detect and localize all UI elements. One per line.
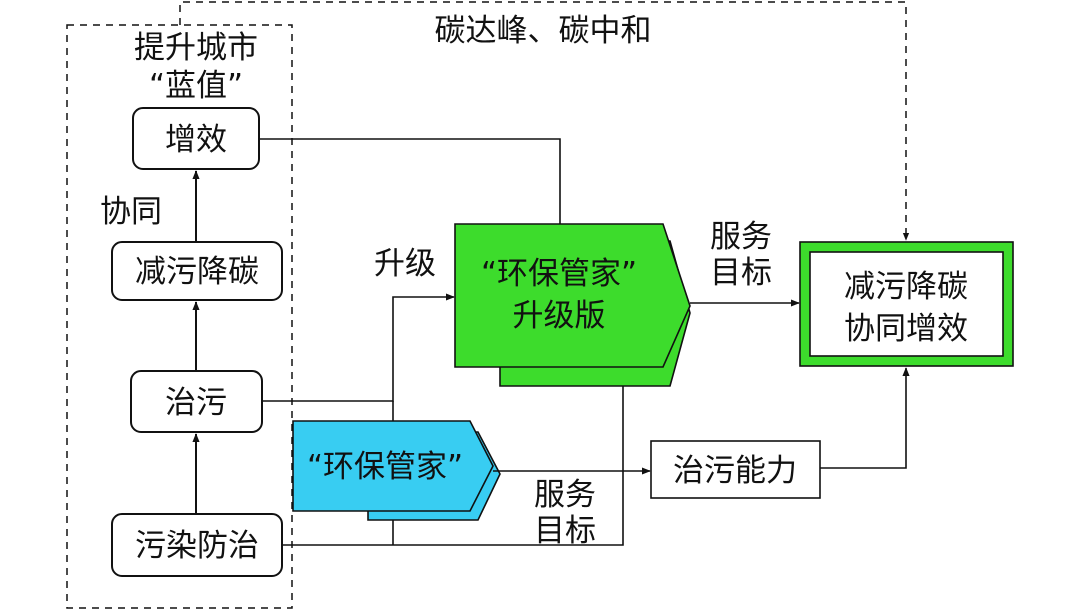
hbgj-upgrade-shape-front bbox=[454, 223, 691, 368]
group-title-line2: “蓝值” bbox=[149, 68, 243, 104]
arrow-nengli-to-target bbox=[820, 367, 910, 469]
node-hbgj-label: “环保管家” bbox=[307, 449, 463, 485]
node-zhiwu-nengli-label: 治污能力 bbox=[673, 453, 797, 489]
target-box-inner bbox=[809, 251, 1004, 357]
target-line2: 协同增效 bbox=[844, 311, 968, 347]
label-xietong: 协同 bbox=[100, 194, 162, 230]
link-zengxiao bbox=[259, 138, 561, 224]
link-wuran bbox=[282, 364, 624, 546]
target-line1: 减污降碳 bbox=[844, 269, 968, 305]
node-zengxiao-label: 增效 bbox=[165, 122, 227, 158]
label-fuwu-top-1: 服务 bbox=[710, 219, 772, 255]
node-jianwu-jiangtan-label: 减污降碳 bbox=[135, 254, 259, 290]
node-hbgj-upgrade-line2: 升级版 bbox=[513, 298, 606, 334]
node-hbgj-upgrade-line1: “环保管家” bbox=[481, 256, 637, 292]
node-wuran-fangzhi-label: 污染防治 bbox=[135, 528, 259, 564]
label-fuwu-bottom-1: 服务 bbox=[534, 477, 596, 513]
node-zhiwu-label: 治污 bbox=[165, 385, 227, 421]
hbgj-shape-front bbox=[292, 420, 494, 512]
top-label: 碳达峰、碳中和 bbox=[435, 13, 652, 49]
group-title-line1: 提升城市 bbox=[134, 30, 258, 66]
label-fuwu-top-2: 目标 bbox=[710, 255, 772, 291]
node-zhiwu-nengli bbox=[650, 440, 821, 499]
link-zhiwu-upgrade bbox=[262, 293, 455, 402]
label-fuwu-bottom-2: 目标 bbox=[534, 513, 596, 549]
label-shengji: 升级 bbox=[374, 246, 436, 282]
